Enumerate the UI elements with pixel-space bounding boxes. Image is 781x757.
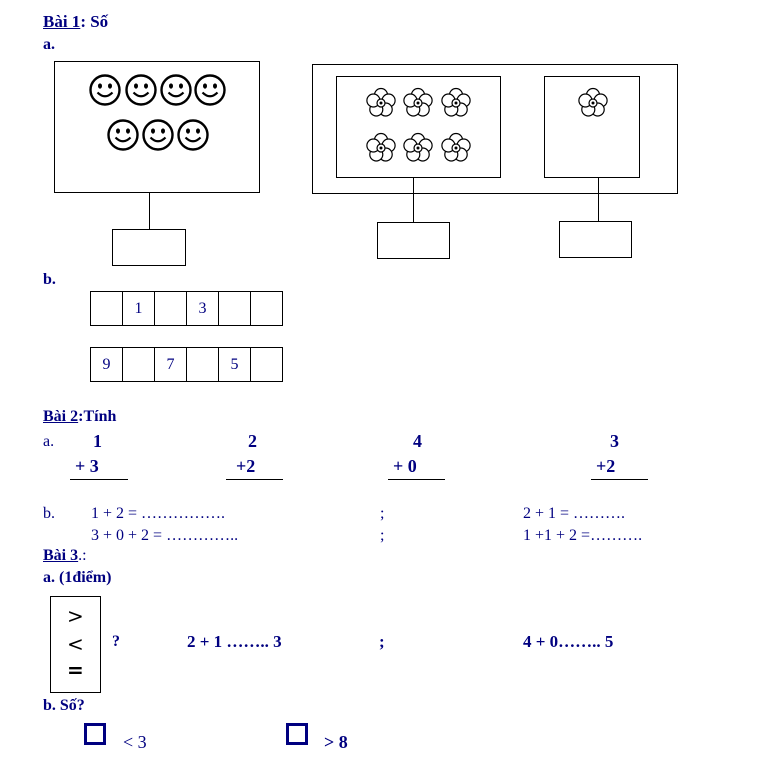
smiley-icon (160, 74, 192, 106)
bai3-title-suffix: .: (78, 547, 87, 564)
sequence-cell[interactable] (154, 291, 187, 326)
flower-icon (403, 87, 433, 117)
bai1-title: Bài 1 (43, 12, 81, 31)
inequality-text: > 8 (324, 732, 348, 752)
flower-icon (366, 132, 396, 162)
comparison-expression[interactable]: 2 + 1 …….. 3 (187, 632, 282, 651)
bai1-heading: Bài 1: Số (43, 12, 108, 32)
connector-line (413, 177, 414, 222)
sequence-cell[interactable]: 3 (186, 291, 219, 326)
sum-line (70, 479, 128, 480)
comparison-expression[interactable]: 4 + 0…….. 5 (523, 632, 614, 651)
answer-box-flowers-left[interactable] (377, 222, 450, 259)
less-than-symbol: < (67, 632, 84, 656)
bai2-heading: Bài 2:Tính (43, 408, 116, 426)
sequence-cell[interactable] (122, 347, 155, 382)
smiley-icon (107, 119, 139, 151)
expression: 3 + 0 + 2 = ………….. (91, 527, 239, 544)
smiley-icon (194, 74, 226, 106)
addend-bottom: +2 (596, 456, 616, 476)
comparison-symbols-box (50, 596, 101, 693)
equals-symbol: = (67, 658, 84, 682)
sequence-row-2: 9 7 5 (90, 347, 283, 382)
answer-box-smileys[interactable] (112, 229, 186, 266)
greater-than-symbol: > (67, 604, 84, 628)
bai2-title-suffix: :Tính (78, 408, 117, 425)
question-mark: ? (112, 633, 120, 650)
separator: ; (379, 632, 385, 651)
addend-top: 3 (610, 431, 619, 451)
addend-top: 4 (413, 431, 422, 451)
expression: 1 +1 + 2 =………. (523, 527, 643, 544)
flower-icon (578, 87, 608, 117)
smiley-icon (177, 119, 209, 151)
flower-icon (441, 87, 471, 117)
sequence-cell[interactable] (250, 347, 283, 382)
flower-group-box-left (336, 76, 501, 178)
bai3-heading: Bài 3.: (43, 547, 87, 565)
flower-picture-box (312, 64, 678, 194)
addend-bottom: + 3 (75, 456, 99, 476)
flower-icon (441, 132, 471, 162)
answer-square[interactable] (84, 723, 106, 745)
sequence-cell[interactable] (250, 291, 283, 326)
bai1-part-a-label: a. (43, 36, 55, 53)
sequence-cell[interactable]: 5 (218, 347, 251, 382)
expression: 2 + 1 = ………. (523, 505, 626, 522)
bai1-part-b-label: b. (43, 271, 56, 288)
sequence-cell[interactable]: 7 (154, 347, 187, 382)
separator: ; (380, 505, 385, 522)
bai2-part-b-label: b. (43, 505, 55, 522)
addend-bottom: + 0 (393, 456, 417, 476)
expression: 1 + 2 = ……………. (91, 505, 226, 522)
bai3-part-b-label: b. Số? (43, 697, 85, 714)
answer-square[interactable] (286, 723, 308, 745)
separator: ; (380, 527, 385, 544)
sequence-cell[interactable]: 9 (90, 347, 123, 382)
answer-box-flowers-right[interactable] (559, 221, 632, 258)
sequence-cell[interactable] (186, 347, 219, 382)
sum-line (591, 479, 648, 480)
flower-group-box-right (544, 76, 640, 178)
smiley-icon (89, 74, 121, 106)
sequence-cell[interactable] (218, 291, 251, 326)
sum-line (226, 479, 283, 480)
inequality-text: < 3 (123, 732, 147, 752)
sum-line (388, 479, 445, 480)
connector-line (598, 177, 599, 222)
smiley-icon (142, 119, 174, 151)
bai1-title-suffix: : Số (80, 12, 109, 31)
addend-bottom: +2 (236, 456, 256, 476)
addend-top: 1 (93, 431, 102, 451)
flower-icon (366, 87, 396, 117)
addend-top: 2 (248, 431, 257, 451)
bai2-part-a-label: a. (43, 433, 55, 450)
flower-icon (403, 132, 433, 162)
smiley-icon (125, 74, 157, 106)
connector-line (149, 192, 150, 229)
bai2-title: Bài 2 (43, 408, 79, 425)
sequence-cell[interactable] (90, 291, 123, 326)
bai3-title: Bài 3 (43, 547, 79, 564)
sequence-row-1: 1 3 (90, 291, 283, 326)
bai3-part-a-label: a. (1điểm) (43, 569, 112, 586)
sequence-cell[interactable]: 1 (122, 291, 155, 326)
smiley-picture-box (54, 61, 260, 193)
